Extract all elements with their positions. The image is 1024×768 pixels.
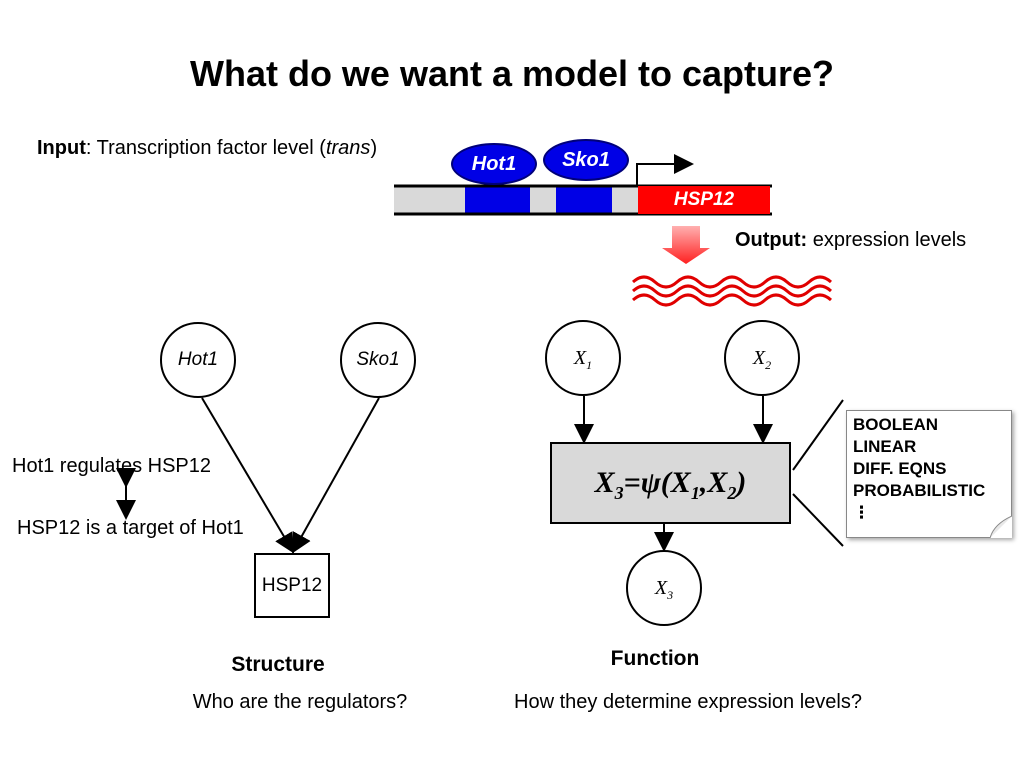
node-x1: X1 bbox=[545, 320, 621, 396]
node-x3-label: X3 bbox=[654, 576, 674, 602]
model-type-diffeq: DIFF. EQNS bbox=[853, 459, 947, 478]
node-x3: X3 bbox=[626, 550, 702, 626]
slide-title: What do we want a model to capture? bbox=[189, 53, 835, 94]
model-types-note: BOOLEAN LINEAR DIFF. EQNS PROBABILISTIC … bbox=[846, 410, 1012, 538]
callout-bottom bbox=[792, 493, 844, 547]
output-label-text: expression levels bbox=[807, 229, 967, 251]
hot1-binding-site bbox=[465, 186, 530, 214]
sko1-binding-site bbox=[556, 186, 612, 214]
model-type-probabilistic: PROBABILISTIC bbox=[853, 481, 986, 500]
structure-heading: Structure bbox=[231, 653, 325, 676]
callout-top bbox=[792, 399, 844, 471]
function-question: How they determine expression levels? bbox=[514, 691, 862, 713]
function-heading: Function bbox=[610, 647, 700, 670]
node-x1-label: X1 bbox=[573, 346, 593, 372]
input-label: Input: Transcription factor level (trans… bbox=[37, 136, 377, 160]
node-x2-label: X2 bbox=[752, 346, 772, 372]
function-equation: X3=ψ(X1,X2) bbox=[594, 466, 747, 503]
node-hot1: Hot1 bbox=[160, 322, 236, 398]
input-label-close: ) bbox=[370, 137, 378, 159]
relation-target: HSP12 is a target of Hot1 bbox=[17, 517, 244, 539]
expression-arrow bbox=[662, 226, 710, 264]
mrna-wave-2 bbox=[631, 284, 833, 298]
input-label-strong: Input bbox=[37, 137, 86, 159]
node-hsp12-label: HSP12 bbox=[261, 574, 323, 596]
mrna-wave-1 bbox=[631, 275, 833, 289]
model-type-linear: LINEAR bbox=[853, 437, 917, 456]
tss-arrow bbox=[636, 154, 694, 186]
function-equation-box: X3=ψ(X1,X2) bbox=[550, 442, 791, 524]
note-folded-corner bbox=[990, 516, 1012, 538]
mrna-wave-3 bbox=[631, 293, 833, 307]
node-hot1-label: Hot1 bbox=[177, 349, 219, 370]
node-sko1-label: Sko1 bbox=[356, 349, 400, 370]
output-label-strong: Output: bbox=[735, 229, 808, 251]
model-type-more: ⋮ bbox=[853, 503, 870, 522]
model-type-boolean: BOOLEAN bbox=[853, 415, 938, 434]
hot1-factor: Hot1 bbox=[451, 143, 537, 185]
hsp12-gene: HSP12 bbox=[638, 186, 770, 214]
node-x2: X2 bbox=[724, 320, 800, 396]
relation-regulates: Hot1 regulates HSP12 bbox=[12, 455, 212, 477]
input-label-text: : Transcription factor level ( bbox=[85, 137, 326, 159]
edge-hot1-hsp12 bbox=[201, 397, 295, 554]
structure-question: Who are the regulators? bbox=[192, 691, 408, 713]
edge-sko1-hsp12 bbox=[292, 397, 380, 554]
node-sko1: Sko1 bbox=[340, 322, 416, 398]
input-label-italic: trans bbox=[325, 137, 371, 159]
node-hsp12: HSP12 bbox=[254, 553, 330, 618]
sko1-factor: Sko1 bbox=[543, 139, 629, 181]
output-label: Output: expression levels bbox=[735, 228, 966, 252]
